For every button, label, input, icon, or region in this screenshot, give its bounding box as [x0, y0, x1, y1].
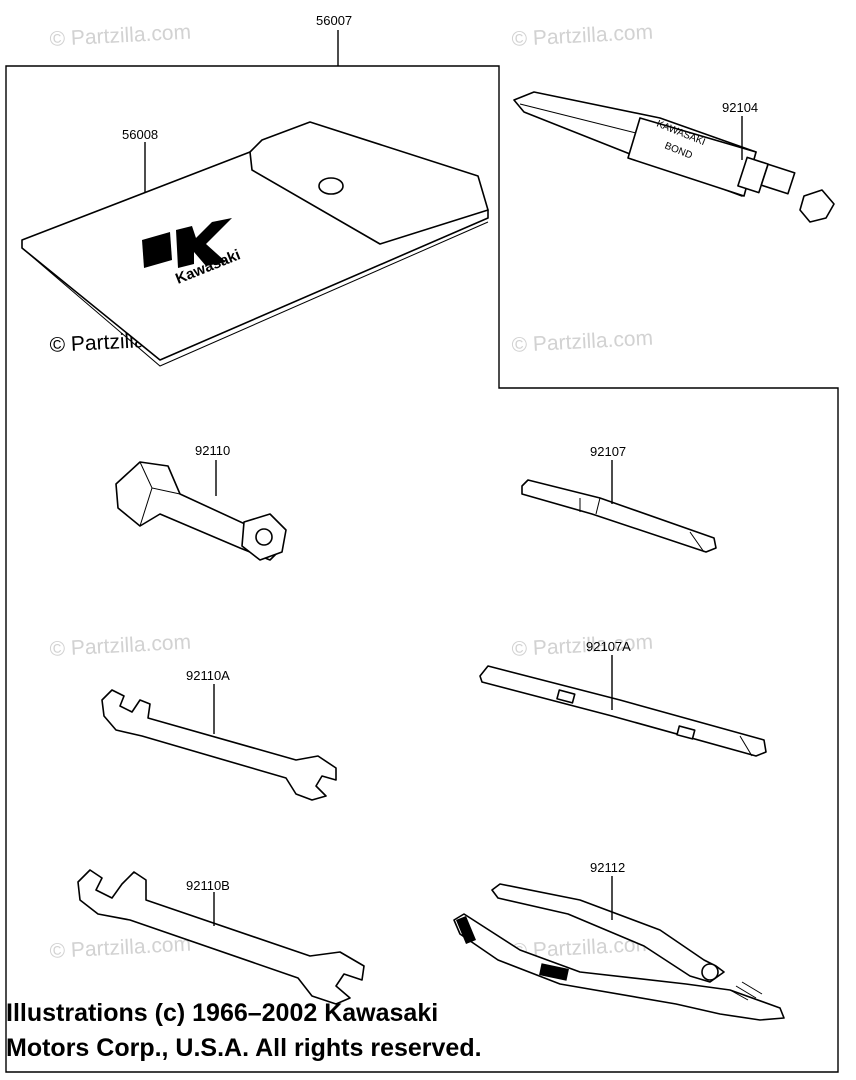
tool-pouch: Kawasaki [21, 121, 489, 367]
callout-92110A: 92110A [186, 668, 230, 683]
watermark: © Partzilla.com [511, 327, 654, 357]
watermark: © Partzilla.com [49, 21, 192, 51]
pliers [453, 883, 785, 1021]
screwdriver [521, 479, 717, 553]
callout-92110B: 92110B [186, 878, 230, 893]
kit-outline [5, 65, 839, 1073]
callout-56007: 56007 [316, 13, 352, 28]
copyright-line-1: Illustrations (c) 1966–2002 Kawasaki [6, 999, 439, 1027]
callout-92104: 92104 [722, 100, 758, 115]
watermark: © Partzilla.com [49, 933, 192, 963]
bond-tube: KAWASAKI BOND [513, 91, 835, 223]
copyright-notice: Illustrations (c) 1966–2002 Kawasaki Mot… [6, 996, 482, 1066]
callout-92112: 92112 [590, 860, 625, 875]
callout-92107A: 92107A [586, 639, 631, 654]
wrench-b [77, 869, 365, 1005]
watermark: © Partzilla.com [49, 631, 192, 661]
callout-56008: 56008 [122, 127, 158, 142]
screwdriver-a [479, 665, 767, 757]
wrench-a [101, 689, 337, 801]
socket-wrench [115, 461, 287, 561]
watermark: © Partzilla.com [511, 631, 654, 661]
watermark: © Partzilla.com [511, 21, 654, 51]
callout-92107: 92107 [590, 444, 626, 459]
callout-92110: 92110 [195, 443, 230, 458]
copyright-line-2: Motors Corp., U.S.A. All rights reserved… [6, 1034, 482, 1062]
